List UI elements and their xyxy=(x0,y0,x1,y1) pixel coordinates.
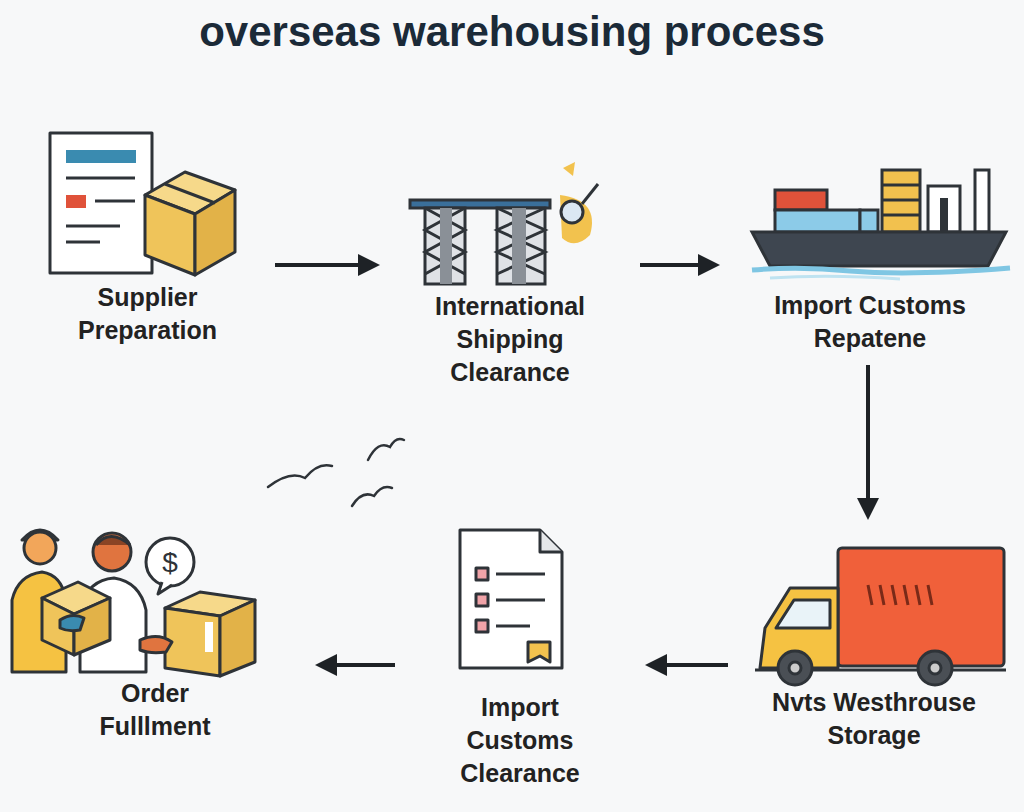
shipping-icon xyxy=(410,162,598,284)
step-label: Supplier Preparation xyxy=(38,281,258,347)
step-label: International Shipping Clearance xyxy=(408,290,613,389)
step-label: Nvts Westhrouse Storage xyxy=(749,686,999,752)
process-step: Order Fulllment xyxy=(5,515,305,743)
flow-arrow xyxy=(640,254,720,276)
svg-text:$: $ xyxy=(162,547,178,578)
birds xyxy=(268,439,404,506)
supplier-icon xyxy=(50,133,235,275)
process-step: Import Customs Repatene xyxy=(730,150,1010,355)
people-icon: $ xyxy=(12,530,255,676)
process-step: International Shipping Clearance xyxy=(390,125,630,389)
process-step: Import Customs Clearance xyxy=(405,525,635,790)
step-label: Import Customs Repatene xyxy=(745,289,995,355)
step-label: Import Customs Clearance xyxy=(430,691,610,790)
flow-arrow xyxy=(645,654,728,676)
customs-doc-icon xyxy=(460,530,562,668)
diagram-title: overseas warehousing process xyxy=(0,8,1024,56)
process-step: Nvts Westhrouse Storage xyxy=(738,530,1010,752)
process-step: Supplier Preparation xyxy=(30,125,265,347)
flow-arrow xyxy=(315,654,395,676)
step-label: Order Fulllment xyxy=(65,677,245,743)
truck-icon xyxy=(755,548,1006,685)
ship-icon xyxy=(752,170,1010,279)
flow-arrow xyxy=(275,254,380,276)
flow-arrow xyxy=(857,365,879,520)
